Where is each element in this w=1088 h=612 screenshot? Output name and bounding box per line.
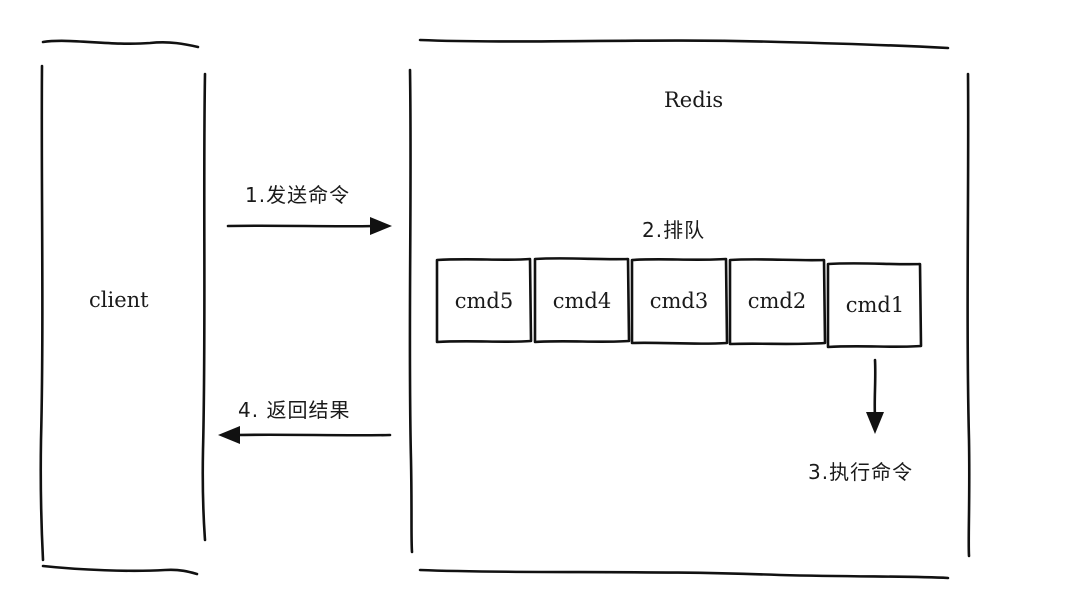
send-arrow	[226, 217, 392, 235]
queue-item-cmd5: cmd5	[454, 289, 514, 313]
execute-command-label: 3.执行命令	[808, 460, 914, 484]
queue-item-cmd3: cmd3	[649, 289, 709, 313]
redis-title: Redis	[664, 88, 724, 112]
client-label: client	[89, 288, 149, 312]
queue-box-2	[533, 257, 631, 344]
queue-item-cmd2: cmd2	[747, 289, 807, 313]
queue-box-5	[826, 262, 923, 349]
execute-arrowhead	[866, 412, 884, 434]
send-command-label: 1.发送命令	[245, 183, 351, 207]
queue-boxes	[435, 257, 923, 349]
execute-arrow	[866, 358, 884, 434]
queue-item-cmd1: cmd1	[845, 293, 905, 317]
queue-label: 2.排队	[642, 218, 706, 242]
redis-box	[408, 38, 971, 580]
return-result-label: 4. 返回结果	[238, 398, 351, 422]
queue-box-3	[630, 257, 729, 345]
return-arrowhead	[218, 426, 240, 444]
send-arrowhead	[370, 217, 392, 235]
client-box	[39, 39, 207, 576]
queue-box-4	[728, 258, 827, 346]
return-arrow	[218, 426, 392, 444]
queue-box-1	[435, 257, 533, 344]
queue-item-cmd4: cmd4	[552, 289, 612, 313]
